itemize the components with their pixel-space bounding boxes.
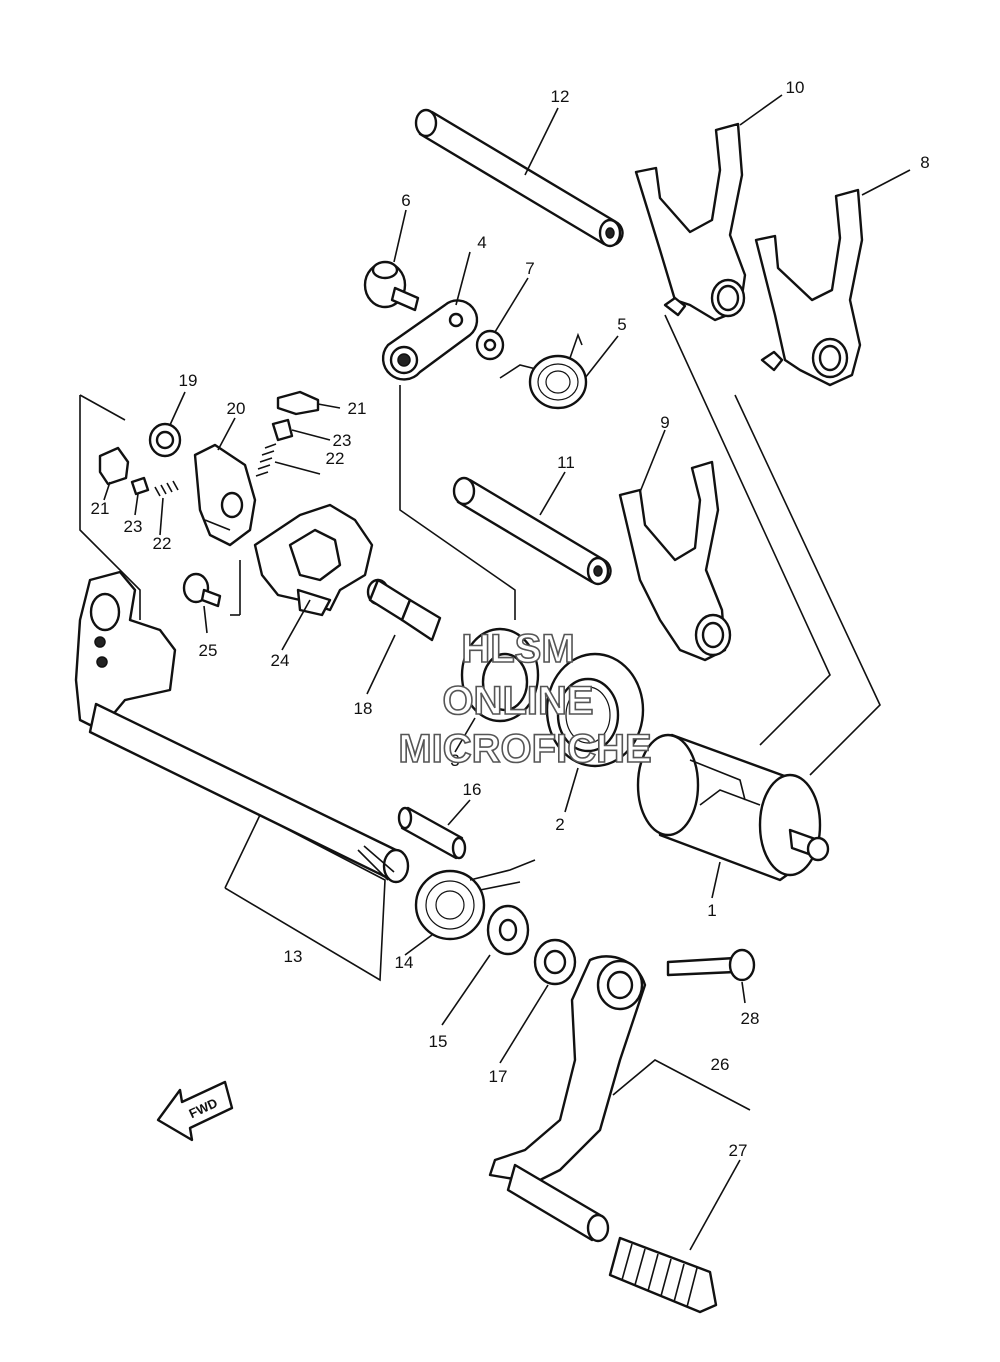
callout-number: 6 [401,191,410,210]
callout-number: 15 [429,1032,448,1051]
part-plate-24 [253,503,374,617]
part-segment-20 [193,443,257,547]
watermark-line-3: MICROFICHE [398,727,651,771]
leader-lines [103,94,911,1251]
callout-number: 9 [660,413,669,432]
part-washer-7 [475,329,505,361]
callout-number: 21 [348,399,367,418]
part-pawl-21-top [276,390,320,416]
part-bearing-2 [545,652,645,768]
callout-number: 13 [284,947,303,966]
part-seal-17 [533,938,577,986]
watermark-line-1: HLSM [461,627,574,671]
part-spring-5 [499,332,588,410]
part-washer-15 [486,904,530,956]
part-fork-10 [634,122,747,322]
part-spring-22-top [255,443,277,477]
part-bolt-28 [666,948,756,982]
part-arm-4 [381,299,479,381]
callout-number: 22 [153,534,172,553]
part-bolt-6 [363,260,420,312]
part-shift-pedal-26 [488,955,647,1243]
callout-number: 7 [525,259,534,278]
callout-number: 22 [326,449,345,468]
fwd-arrow-icon: FWD [156,1080,234,1142]
grouping-lines [79,314,881,776]
part-spring-22-left [154,480,179,497]
part-spring-14 [414,859,536,941]
part-bolt-18 [366,578,442,642]
callout-number: 16 [463,780,482,799]
callout-number: 18 [354,699,373,718]
callout-number: 24 [271,651,290,670]
part-pawl-21-left [98,446,130,486]
watermark-line-2: ONLINE [442,679,593,723]
part-pin-23-top [271,418,294,442]
part-fork-8 [754,188,864,387]
part-rubber-27 [608,1236,718,1314]
callout-number: 19 [179,371,198,390]
callout-number: 28 [741,1009,760,1028]
part-shaft-12 [414,108,624,248]
part-collar-19 [148,422,182,458]
part-pin-16 [397,806,467,860]
callout-number: 23 [333,431,352,450]
callout-number: 27 [729,1141,748,1160]
part-pin-23-left [130,476,150,496]
callout-number: 5 [617,315,626,334]
callout-number: 10 [786,78,805,97]
callout-number: 14 [395,953,414,972]
callout-number: 2 [555,815,564,834]
callout-number: 21 [91,499,110,518]
callout-number: 20 [227,399,246,418]
callout-number: 26 [711,1055,730,1074]
part-shaft-11 [452,476,612,586]
part-shift-drum-1 [636,733,830,882]
part-segment-3 [460,627,540,723]
part-bolt-25 [182,572,222,608]
callout-number: 25 [199,641,218,660]
callout-number: 1 [707,901,716,920]
callout-number: 3 [450,751,459,770]
callout-number: 11 [557,453,575,472]
callout-number: 8 [920,153,929,172]
callout-number: 12 [551,87,570,106]
part-fork-9 [618,460,732,662]
callout-number: 4 [477,233,486,252]
callout-number: 23 [124,517,143,536]
callout-number: 17 [489,1067,508,1086]
part-shift-shaft-13 [74,570,410,884]
watermark: HLSM ONLINE MICROFICHE [398,626,653,772]
